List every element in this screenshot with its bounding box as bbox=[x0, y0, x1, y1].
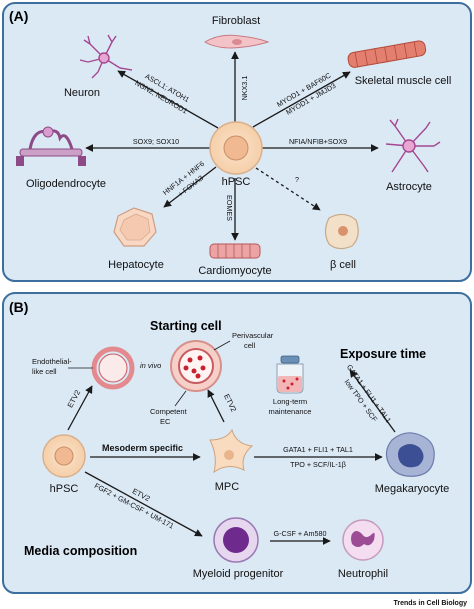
myeloid-progenitor-label: Myeloid progenitor bbox=[193, 568, 284, 580]
competent-label-2: EC bbox=[160, 417, 171, 426]
factor-neutrophil: G-CSF + Am580 bbox=[274, 529, 327, 538]
arrow-hpsc-to-endothelial bbox=[67, 385, 93, 431]
oligodendrocyte-icon bbox=[16, 126, 86, 166]
factor-eomes: EOMES bbox=[225, 195, 234, 221]
flask-icon bbox=[276, 355, 304, 394]
hpsc-b-label: hPSC bbox=[50, 483, 79, 495]
mpc-cell-icon bbox=[209, 428, 254, 474]
hpsc-b-cell-icon bbox=[42, 434, 86, 478]
perivascular-label-2: cell bbox=[244, 341, 256, 350]
mpc-label: MPC bbox=[215, 481, 240, 493]
competent-pointer bbox=[174, 390, 187, 407]
fibroblast-label: Fibroblast bbox=[212, 15, 260, 27]
panel-b: (B) Starting cell Exposure time Media co… bbox=[2, 292, 472, 594]
longterm-label-2: maintenance bbox=[269, 407, 312, 416]
astrocyte-icon bbox=[385, 118, 441, 173]
oligodendrocyte-label: Oligodendrocyte bbox=[26, 178, 106, 190]
hepatocyte-label: Hepatocyte bbox=[108, 259, 164, 271]
endothelial-label-1: Endothelial- bbox=[32, 357, 72, 366]
hpsc-cell-icon bbox=[209, 121, 263, 175]
beta-cell-label: β cell bbox=[330, 259, 356, 271]
neuron-label: Neuron bbox=[64, 87, 100, 99]
skeletal-muscle-label: Skeletal muscle cell bbox=[355, 75, 452, 87]
neutrophil-icon bbox=[342, 519, 384, 561]
factor-mk-top: GATA1 + FLI1 + TAL1 bbox=[283, 445, 353, 454]
arrow-to-skeletal bbox=[252, 71, 351, 128]
perivascular-label-1: Perivascular bbox=[232, 331, 274, 340]
endothelial-cell-icon bbox=[91, 346, 135, 390]
arrow-to-beta-cell bbox=[255, 167, 321, 211]
fibroblast-icon bbox=[204, 34, 270, 49]
skeletal-muscle-icon bbox=[347, 40, 427, 68]
media-composition-heading: Media composition bbox=[24, 544, 137, 558]
in-vivo-label: in vivo bbox=[140, 361, 161, 370]
journal-credit: Trends in Cell Biology bbox=[393, 600, 467, 607]
competent-label-1: Competent bbox=[150, 407, 188, 416]
longterm-label-1: Long-term bbox=[273, 397, 307, 406]
arrow-to-neuron bbox=[117, 70, 219, 129]
cardiomyocyte-icon bbox=[209, 243, 261, 259]
megakaryocyte-icon bbox=[385, 432, 435, 477]
arrow-hpsc-to-myeloid bbox=[84, 471, 203, 537]
hpsc-label: hPSC bbox=[222, 176, 251, 188]
factor-astrocyte: NFIA/NFIB+SOX9 bbox=[289, 137, 347, 146]
hepatocyte-icon bbox=[113, 207, 157, 247]
perivascular-pointer bbox=[213, 340, 231, 351]
megakaryocyte-label: Megakaryocyte bbox=[375, 483, 450, 495]
arrow-mk-to-maintenance bbox=[349, 369, 396, 433]
starting-cell-heading: Starting cell bbox=[150, 319, 222, 333]
panel-a-label: (A) bbox=[9, 8, 28, 24]
competent-ec-icon bbox=[170, 340, 222, 392]
endothelial-label-2: like cell bbox=[32, 367, 57, 376]
myeloid-progenitor-icon bbox=[213, 517, 259, 563]
panel-a: (A) NKX3.1 ASCL1; ATOH1 NGN2; NEUROD1 MY… bbox=[2, 2, 472, 282]
factor-mk-bottom: TPO + SCF/IL-1β bbox=[290, 460, 346, 469]
factor-mesoderm-specific: Mesoderm specific bbox=[102, 443, 183, 453]
factor-beta-cell: ? bbox=[295, 175, 299, 184]
neutrophil-label: Neutrophil bbox=[338, 568, 388, 580]
factor-oligodendrocyte: SOX9; SOX10 bbox=[133, 137, 179, 146]
exposure-time-heading: Exposure time bbox=[340, 347, 426, 361]
arrow-to-hepatocyte bbox=[163, 166, 217, 208]
beta-cell-icon bbox=[324, 213, 359, 250]
panel-b-label: (B) bbox=[9, 299, 28, 315]
factor-nkx31: NKX3.1 bbox=[240, 76, 249, 101]
arrow-mpc-to-competent bbox=[207, 389, 225, 423]
cardiomyocyte-label: Cardiomyocyte bbox=[198, 265, 271, 277]
neuron-icon bbox=[79, 34, 133, 79]
astrocyte-label: Astrocyte bbox=[386, 181, 432, 193]
